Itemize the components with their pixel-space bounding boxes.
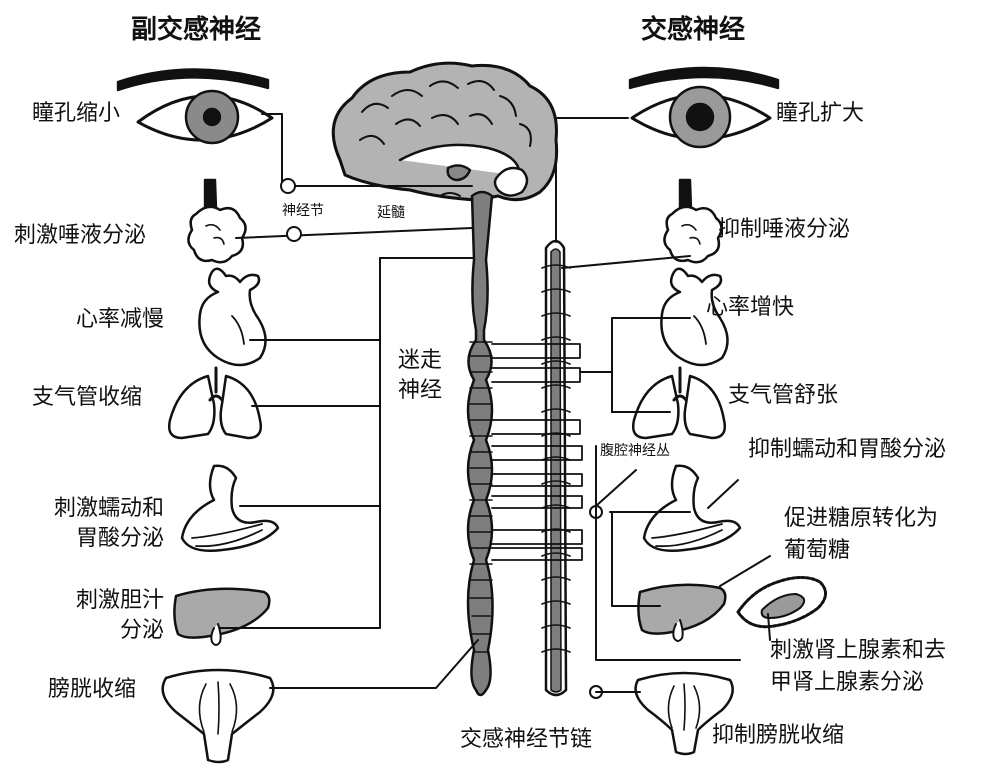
right-liver-icon: [637, 583, 727, 642]
medulla-label: 延髓: [377, 205, 405, 221]
left-label-bronchi: 支气管收缩: [32, 385, 143, 410]
left-bladder-icon: [161, 668, 275, 764]
celiac-plexus-label: 腹腔神经丛: [600, 443, 670, 459]
vagus-label-2: 神经: [398, 378, 443, 403]
right-label-heart: 心率增快: [706, 295, 795, 320]
right-label-stomach: 抑制蠕动和胃酸分泌: [748, 437, 947, 462]
right-stomach-icon: [642, 464, 742, 552]
left-label-bile-2: 分泌: [119, 618, 164, 643]
right-label-bronchi: 支气管舒张: [728, 383, 839, 408]
right-label-adrenal-2: 甲肾上腺素分泌: [770, 670, 925, 695]
right-heart-icon: [660, 267, 729, 367]
right-label-pupil: 瞳孔扩大: [776, 101, 865, 126]
left-eye-icon: [116, 68, 274, 145]
right-bladder-icon: [634, 671, 734, 756]
left-heart-icon: [198, 267, 267, 367]
right-eye-icon: [628, 66, 780, 149]
sympathetic-chain-label: 交感神经节链: [460, 727, 593, 752]
brain-icon: [331, 61, 559, 202]
left-label-bladder: 膀胱收缩: [48, 677, 137, 702]
left-label-heart: 心率减慢: [76, 307, 165, 332]
parasympathetic-title: 副交感神经: [131, 15, 262, 45]
left-liver-icon: [173, 587, 271, 646]
left-label-stomach-2: 胃酸分泌: [75, 526, 164, 551]
ganglion-label: 神经节: [282, 203, 324, 219]
right-lungs-icon: [632, 366, 726, 440]
right-salivary-gland-icon: [663, 178, 723, 264]
left-label-stomach-1: 刺激蠕动和: [53, 496, 164, 521]
left-stomach-icon: [180, 464, 280, 552]
cord-chain-connectors: [491, 343, 583, 561]
vagus-label-1: 迷走: [398, 348, 443, 373]
right-label-glucose-1: 促进糖原转化为: [784, 506, 939, 531]
left-label-pupil: 瞳孔缩小: [32, 101, 121, 126]
right-label-saliva: 抑制唾液分泌: [718, 217, 851, 242]
adrenal-gland-icon: [736, 576, 827, 629]
spinal-cord: [466, 190, 494, 697]
parasympathetic-pathways: [219, 113, 479, 689]
sympathetic-chain: [541, 239, 571, 697]
right-label-adrenal-1: 刺激肾上腺素和去: [770, 638, 947, 663]
right-label-glucose-2: 葡萄糖: [784, 538, 851, 563]
ganglion-markers: [280, 178, 603, 699]
sympathetic-title: 交感神经: [641, 15, 746, 45]
sympathetic-pathways: [555, 117, 771, 693]
left-salivary-gland-icon: [187, 178, 247, 264]
left-lungs-icon: [168, 366, 262, 440]
left-label-bile-1: 刺激胆汁: [75, 588, 164, 613]
right-label-bladder: 抑制膀胱收缩: [712, 723, 845, 748]
left-label-saliva: 刺激唾液分泌: [14, 223, 147, 248]
